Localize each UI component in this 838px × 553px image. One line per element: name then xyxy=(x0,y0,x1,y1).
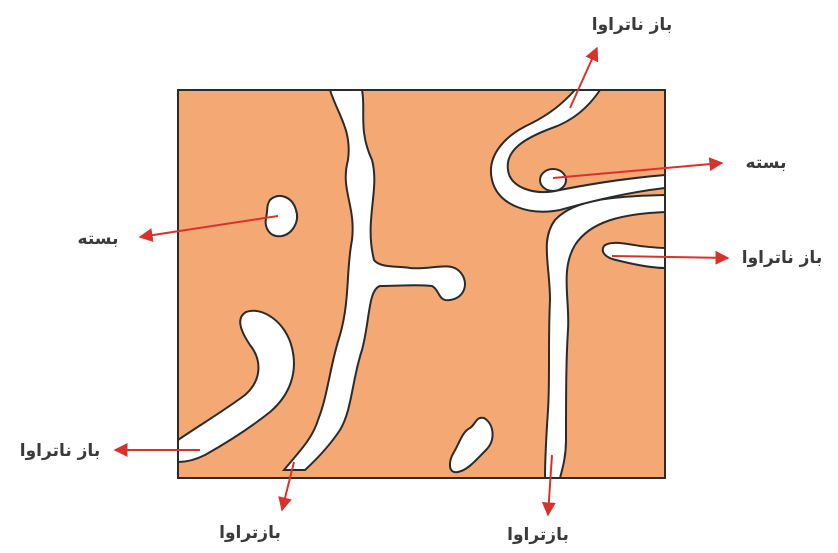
label-open-right: باز ناتراوا xyxy=(742,248,822,268)
label-through-bottom-right: بازتراوا xyxy=(507,525,569,545)
closed-pore-right xyxy=(540,169,566,191)
label-open-top: باز ناتراوا xyxy=(592,15,672,35)
label-open-left: باز ناتراوا xyxy=(20,441,100,461)
label-closed-left: بسته xyxy=(78,229,119,249)
label-closed-right: بسته xyxy=(746,153,787,173)
closed-pore-left xyxy=(266,196,297,236)
label-through-bottom-left: بازتراوا xyxy=(219,523,281,543)
